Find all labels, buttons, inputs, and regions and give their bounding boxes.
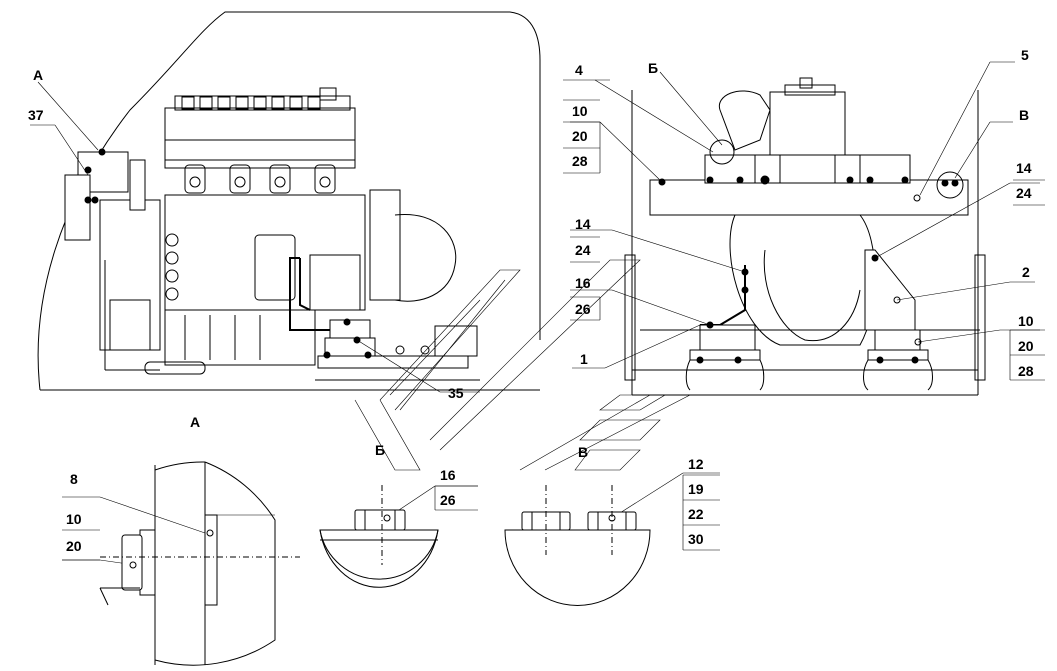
label-24-left: 24 [575,242,591,258]
label-16: 16 [575,275,591,291]
label-1: 1 [580,351,588,367]
label-28-top: 28 [572,153,588,169]
front-mount-a [64,148,146,241]
engine-side-view [37,11,541,391]
label-5: 5 [1021,47,1029,63]
label-35: 35 [448,385,464,401]
callout-boxes [62,99,1045,561]
label-30: 30 [688,531,704,547]
view-a-title: А [190,414,200,430]
detail-view-v [504,485,651,606]
label-4: 4 [575,62,583,78]
label-10-top: 10 [572,103,588,119]
label-37: 37 [28,107,44,123]
engine-front-view [624,77,986,396]
rear-mount-35 [289,257,469,369]
part-labels: А 37 4 Б 10 20 28 5 В 14 24 14 24 16 26 … [28,47,1034,554]
label-20-detail: 20 [66,538,82,554]
projection-ribbons [354,259,691,471]
label-8: 8 [70,471,78,487]
view-b-title: Б [375,442,385,458]
label-14-right: 14 [1016,160,1032,176]
label-20-top: 20 [572,128,588,144]
label-20-right: 20 [1018,338,1034,354]
label-view-b-callout: Б [648,60,658,76]
label-view-v-callout: В [1019,107,1029,123]
detail-circle-v [936,171,964,199]
engine-top-valves [181,87,337,110]
left-mount [685,265,765,391]
label-19: 19 [688,481,704,497]
right-mount [863,249,933,391]
label-12: 12 [688,456,704,472]
detail-view-b [319,485,439,588]
label-26-detail: 26 [440,492,456,508]
detail-circle-b [709,139,735,165]
label-16-detail: 16 [440,467,456,483]
label-10-right: 10 [1018,313,1034,329]
label-22: 22 [688,506,704,522]
view-v-title: В [578,444,588,460]
label-2: 2 [1022,264,1030,280]
label-28-right: 28 [1018,363,1034,379]
detail-view-a [99,461,300,666]
label-14-left: 14 [575,216,591,232]
label-24-right: 24 [1016,185,1032,201]
label-26: 26 [575,301,591,317]
label-view-a-callout: А [33,67,43,83]
injectors [184,164,336,194]
label-10-detail: 10 [66,511,82,527]
